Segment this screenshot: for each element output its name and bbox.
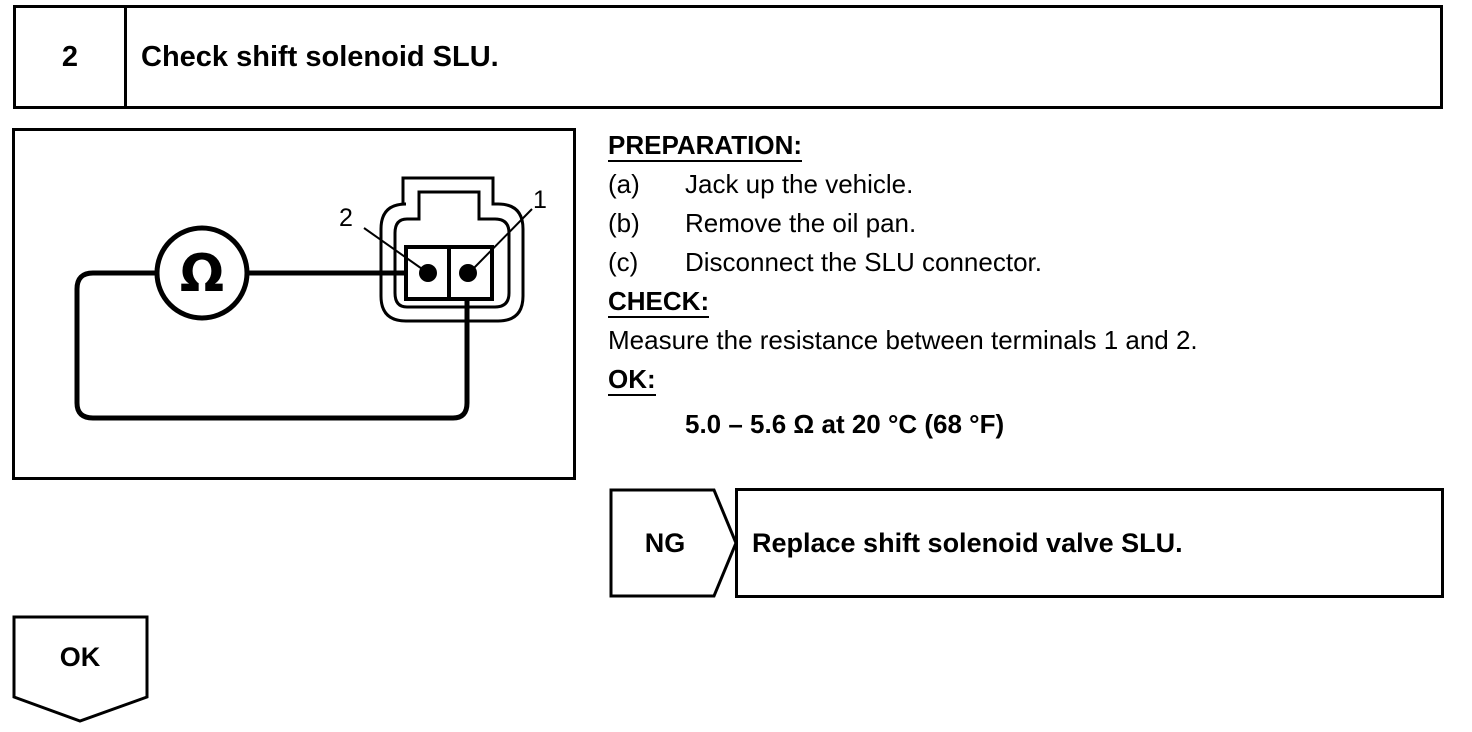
step-number: 2 [16, 8, 127, 106]
item-text: Jack up the vehicle. [685, 169, 914, 199]
check-text: Measure the resistance between terminals… [608, 325, 1198, 355]
ng-action-box: Replace shift solenoid valve SLU. [735, 488, 1444, 598]
terminal-2-leader [363, 227, 426, 272]
preparation-item: (a) Jack up the vehicle. [608, 165, 1448, 204]
terminal-2-label: 2 [339, 204, 353, 232]
wiring-diagram: Ω 2 1 [12, 128, 576, 480]
connector-inner-outline [393, 190, 511, 309]
item-text: Disconnect the SLU connector. [685, 247, 1042, 277]
item-text: Remove the oil pan. [685, 208, 917, 238]
preparation-item: (c) Disconnect the SLU connector. [608, 243, 1448, 282]
ohm-symbol: Ω [180, 244, 224, 304]
ng-branch-tab: NG [609, 488, 739, 598]
item-label: (c) [608, 247, 639, 277]
arrow-right-icon [609, 488, 738, 598]
ok-heading: OK: [608, 364, 656, 396]
step-header: 2 Check shift solenoid SLU. [13, 5, 1443, 109]
terminal-1-leader [470, 208, 533, 272]
test-lead-wire [74, 270, 470, 421]
connector-outline [379, 176, 525, 323]
check-heading: CHECK: [608, 286, 710, 318]
terminal-2-pin [419, 264, 437, 282]
preparation-heading: PREPARATION: [608, 130, 803, 162]
preparation-item: (b) Remove the oil pan. [608, 204, 1448, 243]
terminal-1-label: 1 [533, 186, 547, 214]
resistance-spec: 5.0 – 5.6 Ω at 20 °C (68 °F) [685, 409, 1005, 439]
item-label: (b) [608, 208, 640, 238]
procedure-text: PREPARATION: (a) Jack up the vehicle. (b… [608, 126, 1448, 444]
item-label: (a) [608, 169, 640, 199]
step-title: Check shift solenoid SLU. [141, 40, 499, 73]
ok-branch-tab: OK [12, 615, 152, 725]
ok-label: OK [59, 641, 101, 672]
ohmmeter-connector-illustration: Ω 2 1 [74, 176, 547, 421]
ohmmeter-icon [154, 225, 250, 321]
arrow-down-icon [12, 615, 149, 723]
ng-label: NG [644, 527, 686, 558]
